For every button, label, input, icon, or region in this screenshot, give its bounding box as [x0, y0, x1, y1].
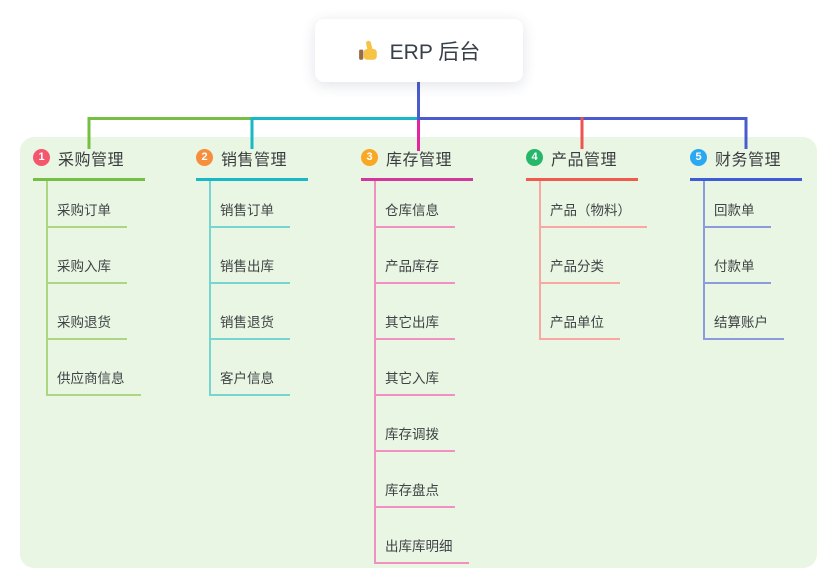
child-node[interactable]: 其它入库	[374, 340, 469, 396]
branch-5: 5 财务管理 回款单 付款单 结算账户	[690, 146, 839, 340]
child-label: 付款单	[703, 255, 771, 284]
branch-connector-line	[209, 181, 211, 396]
child-label: 采购订单	[46, 199, 127, 228]
branch-number-badge: 5	[690, 149, 707, 166]
child-label: 结算账户	[703, 311, 784, 340]
branch-connector-line	[46, 181, 48, 396]
child-node[interactable]: 销售出库	[209, 228, 290, 284]
child-node[interactable]: 采购订单	[46, 172, 141, 228]
branch-node[interactable]: 5 财务管理	[690, 146, 802, 181]
branch-label: 采购管理	[58, 151, 125, 169]
branch-number-badge: 3	[361, 149, 378, 166]
child-label: 供应商信息	[46, 367, 141, 396]
branch-node[interactable]: 4 产品管理	[526, 146, 638, 181]
child-node[interactable]: 付款单	[703, 228, 784, 284]
child-label: 回款单	[703, 199, 771, 228]
child-node[interactable]: 供应商信息	[46, 340, 141, 396]
branch-4: 4 产品管理 产品（物料） 产品分类 产品单位	[526, 146, 839, 340]
branch-number-badge: 2	[196, 149, 213, 166]
child-label: 库存盘点	[374, 479, 455, 508]
branch-connector-line	[703, 181, 705, 340]
branch-2: 2 销售管理 销售订单 销售出库 销售退货 客户信息	[196, 146, 516, 396]
branch-number-badge: 4	[526, 149, 543, 166]
branch-label: 产品管理	[551, 151, 618, 169]
child-label: 产品库存	[374, 255, 455, 284]
child-node[interactable]: 结算账户	[703, 284, 784, 340]
child-label: 仓库信息	[374, 199, 455, 228]
child-node[interactable]: 库存盘点	[374, 452, 469, 508]
branch-3: 3 库存管理 仓库信息 产品库存 其它出库 其它入库 库存调拨 库存盘点 出库库…	[361, 146, 681, 564]
branch-children: 采购订单 采购入库 采购退货 供应商信息	[46, 172, 141, 396]
branch-1: 1 采购管理 采购订单 采购入库 采购退货 供应商信息	[33, 146, 353, 396]
branch-children: 回款单 付款单 结算账户	[703, 172, 784, 340]
branch-node[interactable]: 3 库存管理	[361, 146, 473, 181]
branch-label: 库存管理	[386, 151, 453, 169]
branch-number-badge: 1	[33, 149, 50, 166]
child-node[interactable]: 采购入库	[46, 228, 141, 284]
child-node[interactable]: 出库库明细	[374, 508, 469, 564]
child-node[interactable]: 产品分类	[539, 228, 647, 284]
branch-label: 销售管理	[221, 151, 288, 169]
child-node[interactable]: 产品库存	[374, 228, 469, 284]
child-node[interactable]: 销售退货	[209, 284, 290, 340]
child-label: 采购退货	[46, 311, 127, 340]
child-label: 产品（物料）	[539, 199, 647, 228]
child-label: 销售退货	[209, 311, 290, 340]
child-node[interactable]: 销售订单	[209, 172, 290, 228]
branch-node[interactable]: 2 销售管理	[196, 146, 308, 181]
child-node[interactable]: 库存调拨	[374, 396, 469, 452]
child-label: 产品分类	[539, 255, 620, 284]
branch-connector-line	[374, 181, 376, 564]
child-node[interactable]: 产品（物料）	[539, 172, 647, 228]
child-node[interactable]: 采购退货	[46, 284, 141, 340]
child-label: 其它入库	[374, 367, 455, 396]
child-node[interactable]: 仓库信息	[374, 172, 469, 228]
child-label: 其它出库	[374, 311, 455, 340]
child-node[interactable]: 产品单位	[539, 284, 647, 340]
child-label: 采购入库	[46, 255, 127, 284]
child-label: 产品单位	[539, 311, 620, 340]
child-label: 库存调拨	[374, 423, 455, 452]
child-label: 客户信息	[209, 367, 290, 396]
branch-connector-line	[539, 181, 541, 340]
branch-node[interactable]: 1 采购管理	[33, 146, 145, 181]
root-label: ERP 后台	[389, 40, 481, 64]
branch-children: 产品（物料） 产品分类 产品单位	[539, 172, 647, 340]
child-node[interactable]: 其它出库	[374, 284, 469, 340]
branch-label: 财务管理	[715, 151, 782, 169]
child-node[interactable]: 客户信息	[209, 340, 290, 396]
child-label: 出库库明细	[374, 535, 469, 564]
branch-children: 仓库信息 产品库存 其它出库 其它入库 库存调拨 库存盘点 出库库明细	[374, 172, 469, 564]
child-node[interactable]: 回款单	[703, 172, 784, 228]
child-label: 销售出库	[209, 255, 290, 284]
child-label: 销售订单	[209, 199, 290, 228]
root-node[interactable]: ERP 后台	[315, 19, 523, 82]
branch-children: 销售订单 销售出库 销售退货 客户信息	[209, 172, 290, 396]
branches-panel	[20, 137, 817, 568]
thumbs-up-icon	[358, 40, 380, 62]
